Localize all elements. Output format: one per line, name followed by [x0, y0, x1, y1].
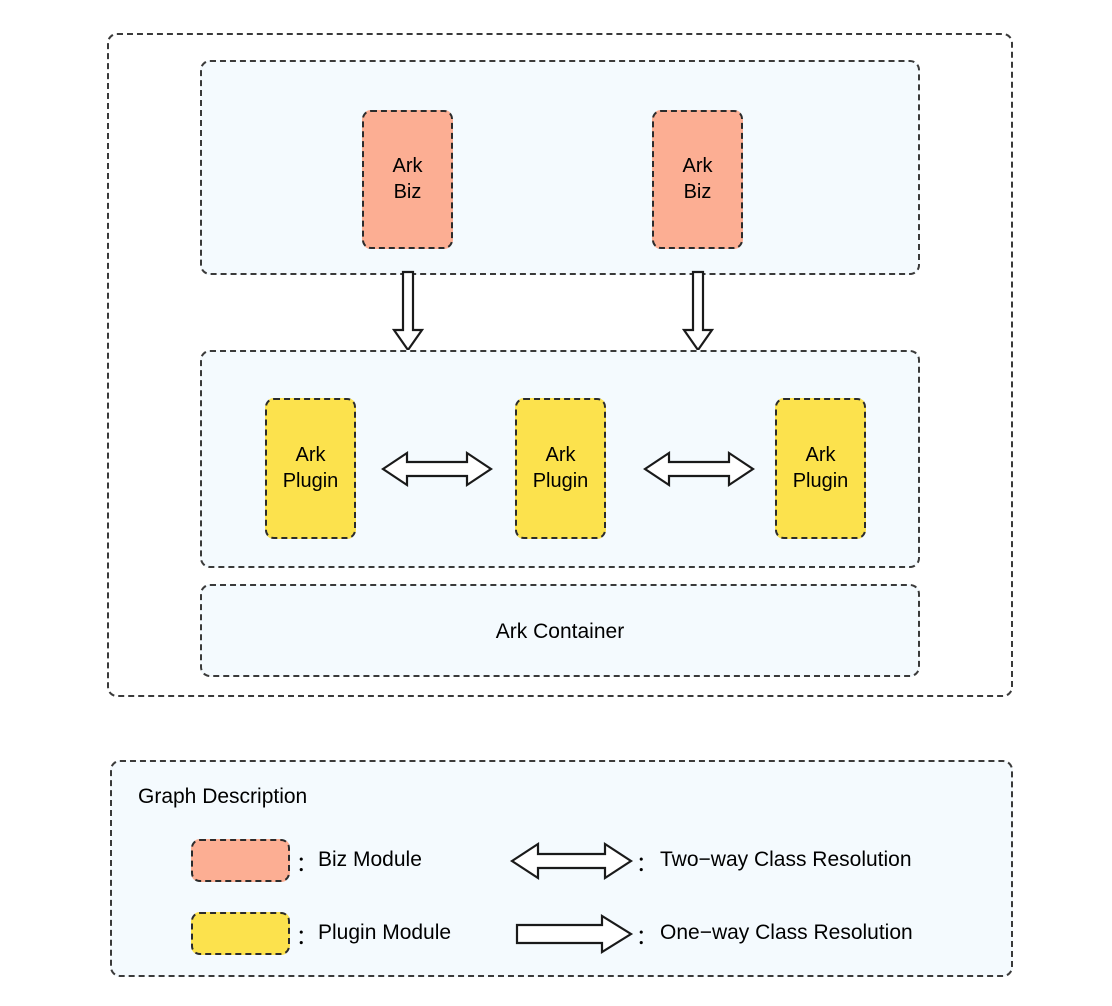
ark-biz-node-2-line1: Ark — [682, 154, 713, 177]
legend-two-way-colon: ： — [636, 853, 657, 876]
ark-biz-node-1[interactable]: Ark Biz — [362, 110, 453, 249]
ark-plugin-node-1-line1: Ark — [295, 443, 326, 466]
legend-title: Graph Description — [138, 785, 308, 808]
two-way-arrow-1 — [381, 450, 493, 488]
ark-container-panel — [200, 584, 920, 677]
architecture-outer-boundary — [107, 33, 1013, 697]
legend-biz-label: Biz Module — [318, 848, 422, 871]
ark-plugin-node-2-line2: Plugin — [532, 469, 589, 492]
legend-plugin-colon: ： — [296, 926, 317, 949]
ark-container-label: Ark Container — [495, 620, 625, 643]
two-way-arrow-2 — [643, 450, 755, 488]
one-way-down-arrow-2 — [681, 270, 715, 352]
biz-layer-panel — [200, 60, 920, 275]
legend-plugin-label: Plugin Module — [318, 921, 452, 944]
ark-biz-node-1-line2: Biz — [393, 180, 422, 203]
one-way-down-arrow-1 — [391, 270, 425, 352]
legend-one-way-label: One−way Class Resolution — [660, 921, 913, 944]
ark-plugin-node-2-line1: Ark — [545, 443, 576, 466]
ark-plugin-node-3-line2: Plugin — [792, 469, 849, 492]
ark-plugin-node-1[interactable]: Ark Plugin — [265, 398, 356, 539]
legend-one-way-colon: ： — [636, 926, 657, 949]
legend-biz-colon: ： — [296, 853, 317, 876]
ark-biz-node-2[interactable]: Ark Biz — [652, 110, 743, 249]
legend-biz-swatch — [191, 839, 290, 882]
legend-two-way-arrow — [509, 841, 634, 881]
ark-plugin-node-1-line2: Plugin — [282, 469, 339, 492]
legend-two-way-label: Two−way Class Resolution — [660, 848, 912, 871]
ark-biz-node-2-line2: Biz — [683, 180, 712, 203]
legend-one-way-arrow — [515, 914, 634, 954]
ark-plugin-node-3-line1: Ark — [805, 443, 836, 466]
ark-plugin-node-2[interactable]: Ark Plugin — [515, 398, 606, 539]
ark-plugin-node-3[interactable]: Ark Plugin — [775, 398, 866, 539]
legend-plugin-swatch — [191, 912, 290, 955]
ark-biz-node-1-line1: Ark — [392, 154, 423, 177]
